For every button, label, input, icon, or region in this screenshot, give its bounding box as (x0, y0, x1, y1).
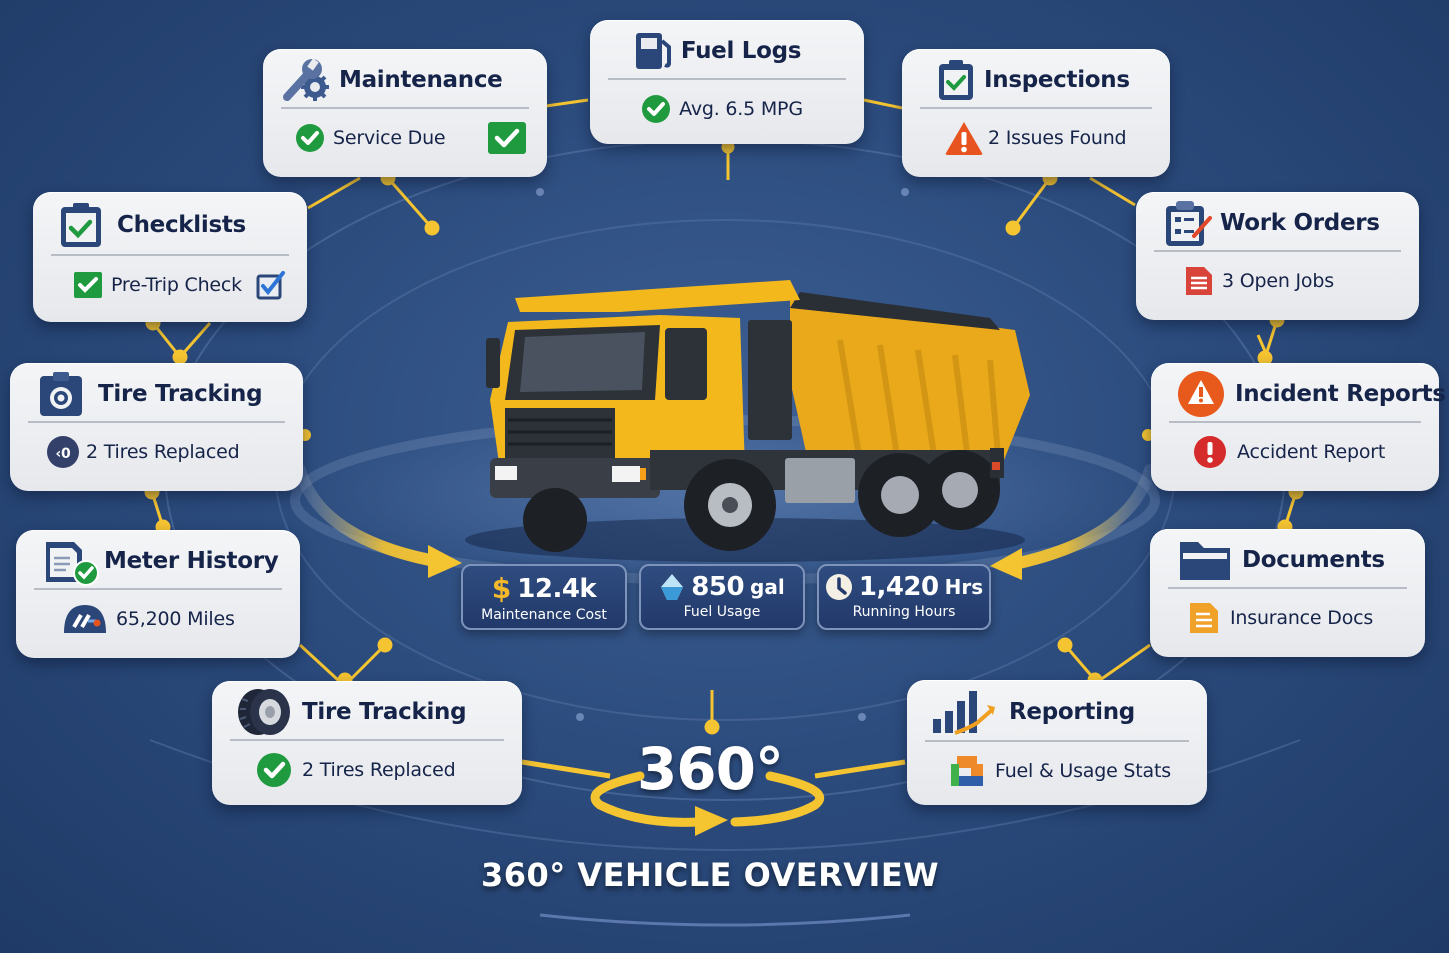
stat-unit: gal (750, 575, 785, 599)
divider (1168, 587, 1407, 589)
clipboard-check-icon (59, 201, 103, 249)
wrench-gear-icon (281, 57, 331, 103)
card-status: Fuel & Usage Stats (995, 760, 1171, 782)
stat-label: Fuel Usage (683, 604, 761, 620)
check-circle-icon (295, 123, 325, 153)
card-title: Incident Reports (1235, 381, 1446, 407)
stat-label: Maintenance Cost (481, 607, 607, 623)
fuel-pump-icon (633, 31, 673, 71)
stat-fuel-usage: 850 gal Fuel Usage (639, 564, 805, 630)
card-title: Maintenance (339, 67, 503, 93)
card-status: Insurance Docs (1230, 607, 1374, 629)
center-360-badge: 360° (636, 735, 784, 803)
check-square-icon (73, 271, 103, 299)
divider (230, 739, 504, 741)
card-title: Inspections (984, 67, 1130, 93)
card-status: Service Due (333, 127, 446, 149)
stat-value: 850 (691, 572, 745, 602)
checkbox-checked-icon (256, 270, 286, 300)
card-status: Avg. 6.5 MPG (679, 98, 803, 120)
card-title: Fuel Logs (680, 38, 802, 64)
stat-value: 1,420 (858, 572, 939, 602)
document-icon (1188, 601, 1220, 635)
fuel-drop-icon (659, 573, 685, 601)
card-title: Work Orders (1220, 210, 1380, 236)
stat-label: Running Hours (852, 604, 956, 620)
card-title: Meter History (104, 548, 279, 574)
card-title: Reporting (1009, 699, 1135, 725)
card-tire-tracking-bottom[interactable]: Tire Tracking 2 Tires Replaced (212, 681, 522, 805)
clipboard-check-icon (936, 58, 976, 102)
card-title: Checklists (117, 212, 246, 238)
check-square-icon (487, 121, 527, 155)
divider (920, 107, 1152, 109)
divider (34, 588, 282, 590)
divider (28, 421, 285, 423)
card-status: 2 Issues Found (988, 127, 1127, 149)
card-tire-tracking-left[interactable]: Tire Tracking ‹0 2 Tires Replaced (10, 363, 303, 491)
divider (925, 740, 1189, 742)
check-circle-icon (256, 752, 292, 788)
stats-blocks-icon (949, 754, 985, 788)
stat-maintenance-cost: $ 12.4k Maintenance Cost (461, 564, 627, 630)
card-fuel-logs[interactable]: Fuel Logs Avg. 6.5 MPG (590, 20, 864, 144)
bar-chart-trend-icon (931, 689, 997, 735)
card-incident-reports[interactable]: Incident Reports Accident Report (1151, 363, 1446, 491)
warning-circle-icon (1177, 370, 1225, 418)
stat-running-hours: 1,420 Hrs Running Hours (817, 564, 991, 630)
card-checklists[interactable]: Checklists Pre-Trip Check (33, 192, 307, 322)
dump-truck-illustration (465, 280, 1030, 562)
card-work-orders[interactable]: Work Orders 3 Open Jobs (1136, 192, 1419, 320)
card-status: 3 Open Jobs (1222, 270, 1334, 292)
clipboard-list-pen-icon (1164, 198, 1214, 248)
warning-triangle-icon (944, 120, 984, 156)
folder-icon (1178, 538, 1232, 582)
stat-value: 12.4k (517, 573, 597, 604)
svg-text:‹0: ‹0 (55, 446, 71, 462)
card-status: 2 Tires Replaced (86, 441, 240, 463)
card-reporting[interactable]: Reporting Fuel & Usage Stats (907, 680, 1207, 805)
document-icon (1184, 265, 1214, 297)
divider (51, 254, 289, 256)
check-circle-icon (641, 94, 671, 124)
card-status: Accident Report (1237, 441, 1386, 463)
divider (608, 78, 846, 80)
dollar-icon: $ (491, 572, 512, 605)
card-title: Tire Tracking (302, 699, 467, 725)
divider (1169, 421, 1421, 423)
card-status: 2 Tires Replaced (302, 759, 456, 781)
odometer-icon (62, 603, 108, 635)
card-documents[interactable]: Documents Insurance Docs (1150, 529, 1425, 657)
card-maintenance[interactable]: Maintenance Service Due (263, 49, 547, 177)
card-meter-history[interactable]: Meter History 65,200 Miles (16, 530, 300, 658)
document-check-icon (42, 536, 100, 586)
card-inspections[interactable]: Inspections 2 Issues Found (902, 49, 1170, 177)
clock-icon (825, 573, 853, 601)
card-title: Documents (1242, 547, 1385, 573)
card-title: Tire Tracking (98, 381, 263, 407)
tire-clipboard-icon (38, 370, 84, 418)
tire-icon (236, 687, 292, 737)
stat-unit: Hrs (944, 575, 984, 599)
card-status: Pre-Trip Check (111, 274, 242, 296)
tire-badge-icon: ‹0 (46, 435, 80, 469)
card-status: 65,200 Miles (116, 608, 235, 630)
divider (1154, 250, 1401, 252)
page-title: 360° VEHICLE OVERVIEW (480, 856, 940, 894)
divider (281, 107, 529, 109)
exclamation-circle-icon (1193, 435, 1227, 469)
